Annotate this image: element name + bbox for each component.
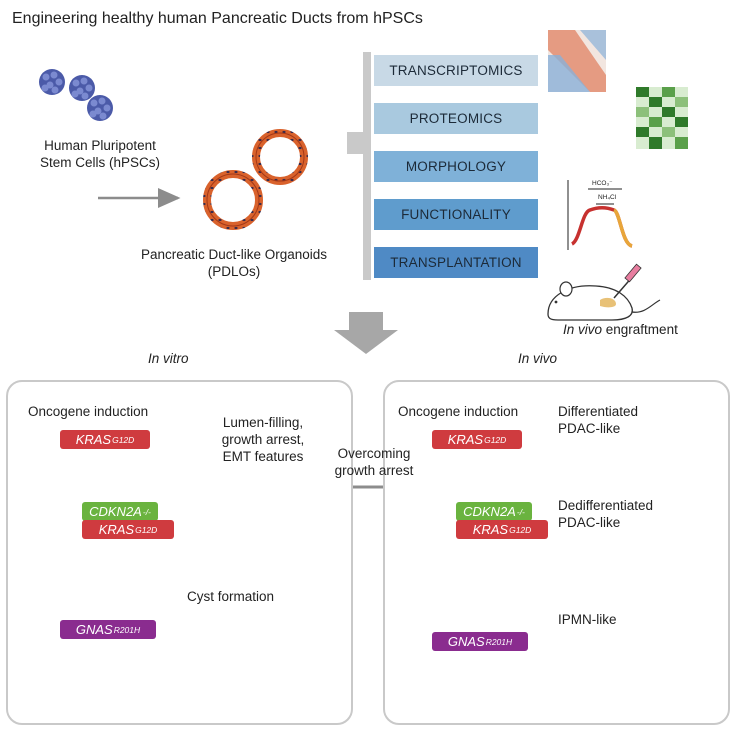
right-cdkn2a-tag: CDKN2A-/- [456, 502, 532, 521]
functionality-trace [567, 180, 633, 250]
outcome-dedifferentiated: Dedifferentiated PDAC-like [558, 498, 654, 530]
pdlo-organoids [203, 129, 308, 230]
bracket-bar [363, 52, 371, 280]
transcriptomics-heatmap [548, 30, 606, 92]
analysis-bar-functionality: FUNCTIONALITY [374, 199, 538, 230]
analysis-bar-proteomics: PROTEOMICS [374, 103, 538, 134]
in-vitro-title: In vitro [148, 351, 189, 366]
in-vitro-outcome: Lumen-filling, growth arrest, EMT featur… [221, 415, 305, 464]
nh4cl-label: NH₄Cl [598, 194, 617, 201]
mouse-engraftment [547, 263, 661, 321]
left-cdkn2a-tag: CDKN2A-/- [82, 502, 158, 521]
analysis-bar-transcriptomics: TRANSCRIPTOMICS [374, 55, 538, 86]
right-oncogene-title: Oncogene induction [398, 404, 519, 419]
hco3-label: HCO₃⁻ [592, 180, 613, 187]
hpsc-clusters [39, 69, 113, 121]
left-oncogene-title: Oncogene induction [28, 404, 149, 419]
big-down-arrow [334, 312, 398, 354]
analysis-bar-morphology: MORPHOLOGY [374, 151, 538, 182]
hpsc-cluster-1 [39, 69, 65, 95]
outcome-differentiated: Differentiated PDAC-like [558, 404, 639, 436]
overcoming-label: Overcoming growth arrest [334, 446, 414, 478]
bracket-connector [347, 132, 363, 154]
hpsc-label: Human Pluripotent Stem Cells (hPSCs) [39, 138, 161, 170]
in-vivo-title: In vivo [518, 351, 558, 366]
page-title: Engineering healthy human Pancreatic Duc… [12, 10, 423, 27]
pdlo-label: Pancreatic Duct-like Organoids (PDLOs) [140, 247, 328, 279]
hpsc-cluster-2 [69, 75, 95, 101]
proteomics-heatmap [636, 87, 688, 149]
cyst-formation-label: Cyst formation [187, 589, 275, 604]
analysis-bar-transplantation: TRANSPLANTATION [374, 247, 538, 278]
hpsc-cluster-3 [87, 95, 113, 121]
engraftment-label: In vivo engraftment [563, 322, 678, 337]
outcome-ipmn: IPMN-like [558, 612, 617, 627]
